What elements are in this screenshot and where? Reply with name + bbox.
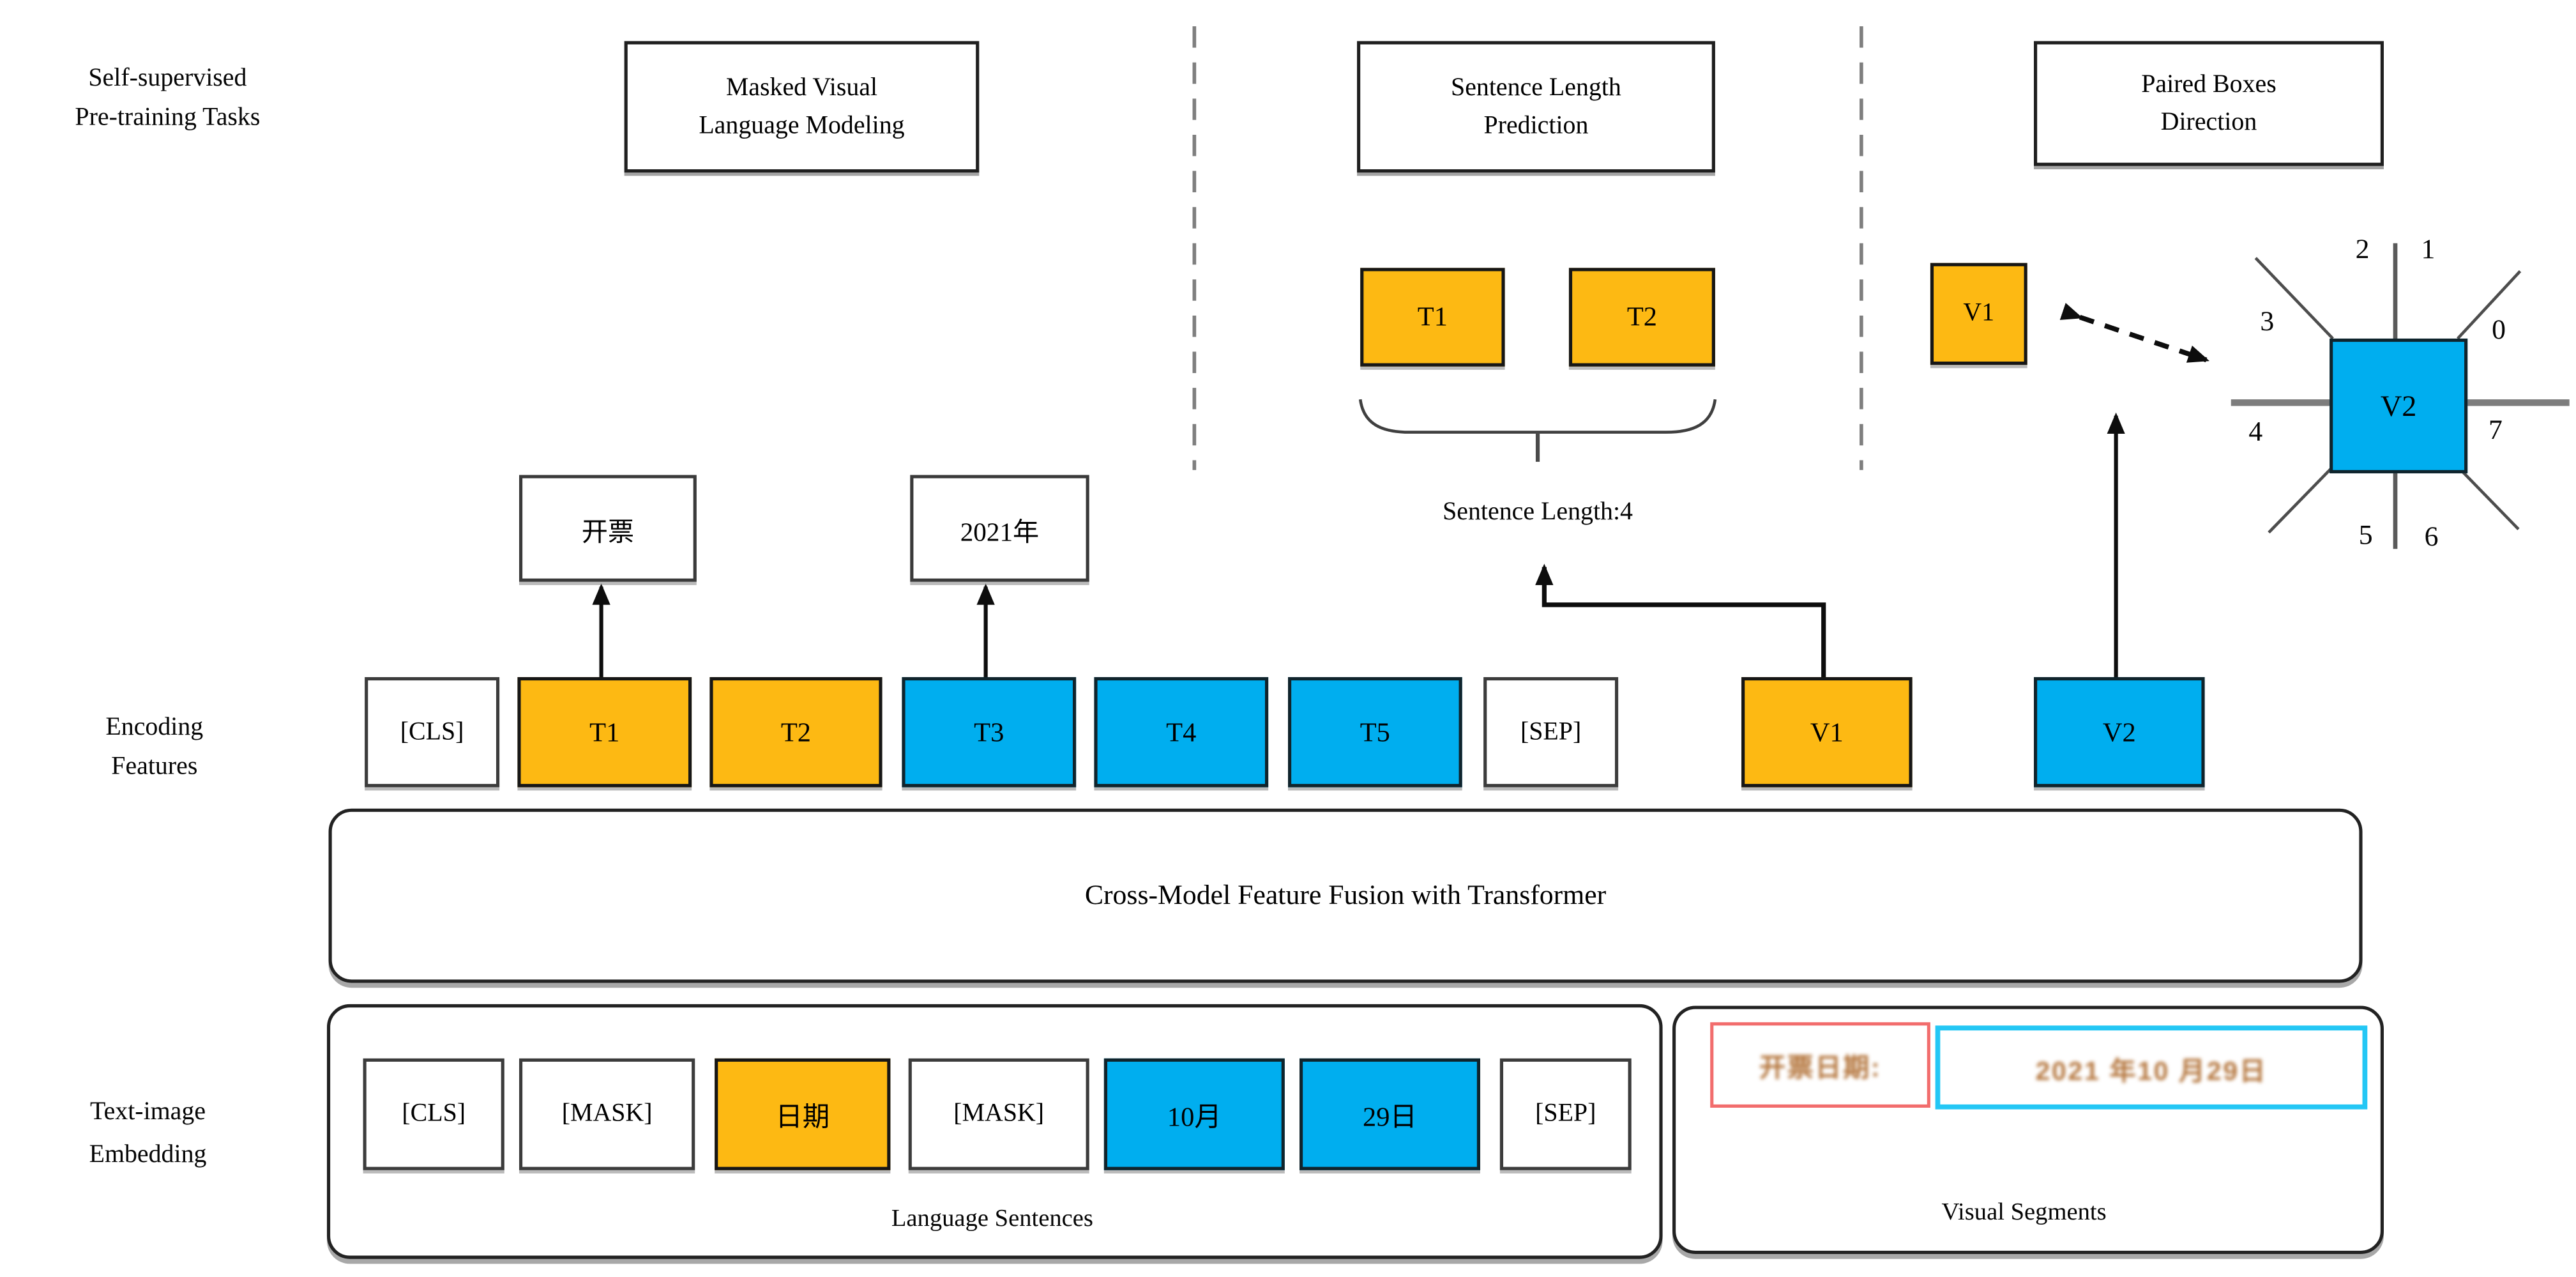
embedding-token-29ri: 29日	[1299, 1058, 1481, 1170]
task-mvlm-line2: Language Modeling	[699, 111, 905, 140]
pbd-v1-box: V1	[1930, 263, 2027, 365]
side-label-line2: Pre-training Tasks	[75, 103, 261, 132]
compass-sector-5: 5	[2358, 519, 2373, 551]
embedding-token-10yue-label: 10月	[1167, 1101, 1222, 1133]
pbd-v1-label: V1	[1963, 299, 1995, 327]
visual-segment-invoice-date-key-text: 开票日期:	[1759, 1055, 1882, 1083]
side-label-encoding-features: Encoding Features	[17, 708, 292, 787]
encoding-token-t5: T5	[1287, 677, 1462, 788]
dashed-double-arrow	[2059, 303, 2210, 363]
encoding-token-v1: V1	[1741, 677, 1913, 788]
compass-sector-6: 6	[2424, 521, 2439, 553]
embedding-token-10yue: 10月	[1103, 1058, 1285, 1170]
embedding-label-line2: Embedding	[89, 1140, 207, 1169]
slp-token-t2-label: T2	[1626, 300, 1658, 332]
encoding-label-line2: Features	[111, 753, 198, 781]
task-box-masked-visual-language-modeling: Masked Visual Language Modeling	[624, 41, 980, 173]
encoding-token-t2-label: T2	[780, 715, 812, 747]
embedding-token-sep-label: [SEP]	[1535, 1099, 1596, 1128]
fusion-label: Cross-Model Feature Fusion with Transfor…	[1084, 879, 1607, 911]
fusion-container: Cross-Model Feature Fusion with Transfor…	[328, 808, 2363, 983]
task-slp-line2: Prediction	[1483, 111, 1589, 140]
embedding-token-sep: [SEP]	[1499, 1058, 1632, 1170]
visual-segment-date-value-text: 2021 年10 月29日	[2035, 1057, 2268, 1086]
mvlm-prediction-text-1: 开票	[581, 518, 635, 547]
mvlm-prediction-box-2: 2021年	[910, 475, 1089, 582]
encoding-token-t5-label: T5	[1360, 715, 1390, 747]
compass-sector-4: 4	[2248, 415, 2263, 447]
embedding-token-29ri-label: 29日	[1363, 1101, 1417, 1133]
embedding-token-riqi: 日期	[715, 1058, 891, 1170]
embedding-token-riqi-label: 日期	[775, 1101, 830, 1133]
encoding-token-cls: [CLS]	[365, 677, 500, 788]
task-box-sentence-length-prediction: Sentence Length Prediction	[1357, 41, 1715, 173]
compass-sector-3: 3	[2260, 305, 2275, 337]
side-label-line1: Self-supervised	[88, 64, 247, 93]
visual-segment-date-value: 2021 年10 月29日	[1935, 1025, 2368, 1110]
pbd-compass-v2-box: V2	[2330, 338, 2468, 473]
slp-token-t1-label: T1	[1417, 300, 1448, 332]
encoding-token-t1-label: T1	[589, 715, 620, 747]
encoding-token-t2: T2	[709, 677, 883, 788]
embedding-label-line1: Text-image	[90, 1097, 206, 1126]
compass-diagonal-bottomright	[2457, 466, 2520, 531]
side-label-pretraining-tasks: Self-supervised Pre-training Tasks	[29, 59, 305, 138]
embedding-token-cls-label: [CLS]	[402, 1099, 466, 1128]
task-pbd-line2: Direction	[2160, 108, 2257, 137]
underbrace	[1358, 399, 1717, 434]
embedding-token-cls: [CLS]	[363, 1058, 504, 1170]
embedding-token-mask2-label: [MASK]	[953, 1099, 1045, 1128]
embedding-token-mask2: [MASK]	[908, 1058, 1089, 1170]
encoding-token-sep-label: [SEP]	[1520, 717, 1582, 746]
compass-sector-0: 0	[2492, 314, 2506, 346]
visual-segment-invoice-date-key: 开票日期:	[1710, 1022, 1930, 1108]
embedding-token-mask1: [MASK]	[519, 1058, 695, 1170]
mvlm-prediction-text-2: 2021年	[960, 518, 1040, 547]
encoding-token-v2-label: V2	[2102, 715, 2136, 747]
encoding-token-v1-label: V1	[1810, 715, 1844, 747]
slp-token-t2: T2	[1568, 268, 1715, 367]
language-sentences-caption: Language Sentences	[891, 1206, 1093, 1233]
encoding-token-t3: T3	[902, 677, 1077, 788]
encoding-token-t4-label: T4	[1166, 715, 1197, 747]
encoding-token-t1: T1	[517, 677, 692, 788]
arrow-v1-to-sentence-length	[1535, 563, 1826, 677]
compass-diagonal-bottomleft	[2268, 466, 2334, 534]
encoding-token-sep: [SEP]	[1483, 677, 1619, 788]
embedding-token-mask1-label: [MASK]	[561, 1099, 653, 1128]
visual-segments-caption: Visual Segments	[1941, 1200, 2107, 1227]
encoding-token-v2: V2	[2034, 677, 2205, 788]
visual-segments-container	[1672, 1006, 2384, 1254]
compass-sector-1: 1	[2421, 233, 2436, 265]
mvlm-prediction-box-1: 开票	[519, 475, 697, 582]
task-slp-line1: Sentence Length	[1451, 73, 1621, 102]
task-mvlm-line1: Masked Visual	[725, 73, 878, 102]
compass-sector-7: 7	[2488, 414, 2503, 446]
encoding-token-t3-label: T3	[974, 715, 1004, 747]
compass-diagonal-topright	[2457, 270, 2522, 340]
side-label-text-image-embedding: Text-image Embedding	[10, 1091, 285, 1177]
sentence-length-result: Sentence Length:4	[1443, 498, 1633, 526]
encoding-label-line1: Encoding	[105, 713, 204, 742]
compass-sector-2: 2	[2355, 233, 2370, 265]
task-pbd-line1: Paired Boxes	[2141, 70, 2277, 99]
encoding-token-t4: T4	[1094, 677, 1269, 788]
encoding-token-cls-label: [CLS]	[400, 717, 464, 746]
pbd-compass-v2-label: V2	[2380, 388, 2417, 422]
task-box-paired-boxes-direction: Paired Boxes Direction	[2034, 41, 2384, 166]
slp-token-t1: T1	[1360, 268, 1505, 367]
